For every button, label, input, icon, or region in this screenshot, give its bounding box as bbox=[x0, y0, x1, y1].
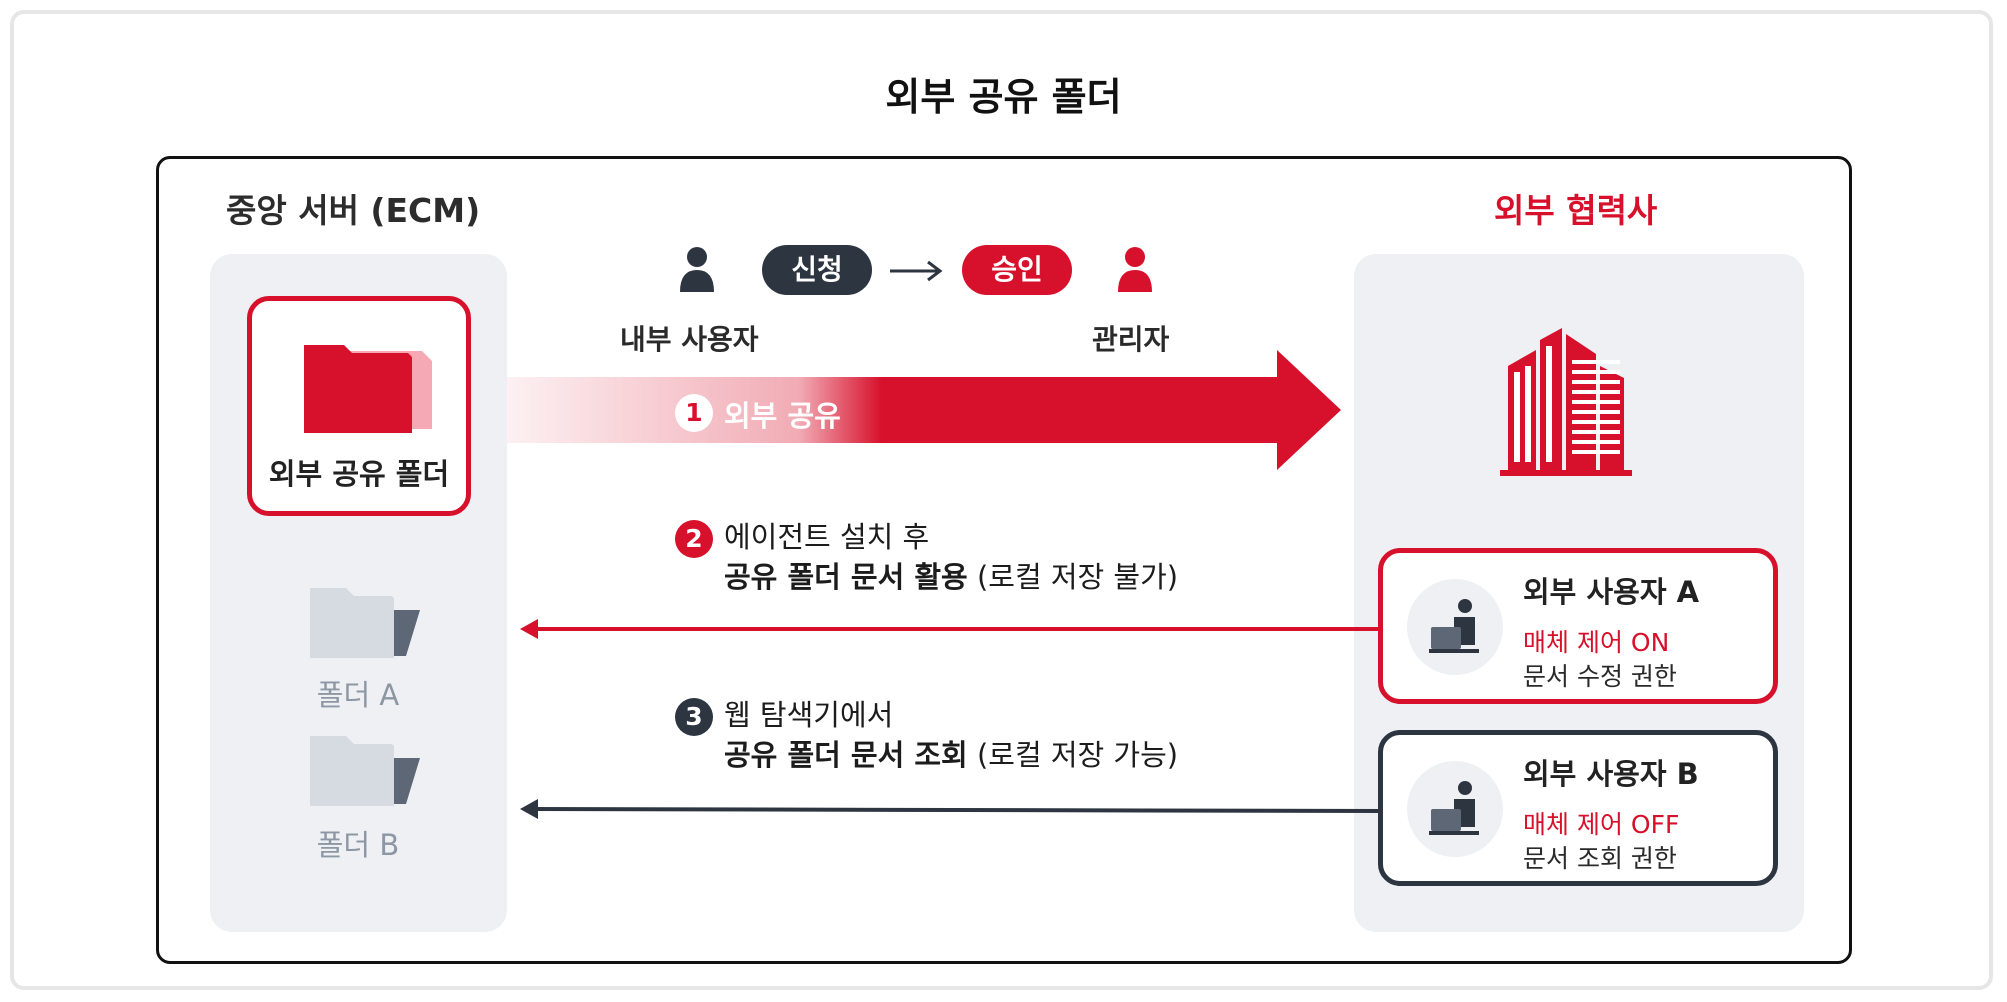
step-3-text: 웹 탐색기에서 공유 폴더 문서 조회 (로컬 저장 가능) bbox=[724, 695, 1178, 775]
shared-folder-card[interactable]: 외부 공유 폴더 bbox=[247, 296, 471, 516]
share-arrow bbox=[507, 350, 1341, 470]
user-b-permission: 문서 조회 권한 bbox=[1523, 844, 1677, 873]
central-server-heading: 중앙 서버 (ECM) bbox=[226, 191, 481, 230]
step-2-number: 2 bbox=[675, 520, 713, 558]
step-3-line2-note: (로컬 저장 가능) bbox=[976, 738, 1179, 772]
user-a-permission: 문서 수정 권한 bbox=[1523, 662, 1677, 691]
building-icon bbox=[1500, 328, 1632, 476]
user-a-avatar bbox=[1407, 579, 1503, 675]
step-3-line2-bold: 공유 폴더 문서 조회 bbox=[724, 738, 968, 772]
folder-a-icon[interactable] bbox=[308, 586, 424, 662]
external-partner-heading: 외부 협력사 bbox=[1494, 191, 1658, 230]
external-user-a-card[interactable]: 외부 사용자 A 매체 제어 ON 문서 수정 권한 bbox=[1378, 548, 1778, 704]
admin-icon bbox=[1118, 247, 1152, 292]
shared-folder-label: 외부 공유 폴더 bbox=[268, 457, 450, 491]
folder-b-icon[interactable] bbox=[308, 734, 424, 810]
user-a-name: 외부 사용자 A bbox=[1523, 575, 1700, 609]
step-1-label: 외부 공유 bbox=[724, 399, 841, 433]
user-b-control: 매체 제어 OFF bbox=[1523, 810, 1680, 839]
red-folder-icon bbox=[304, 345, 432, 433]
step-3-arrow bbox=[520, 799, 1382, 819]
approve-badge: 승인 bbox=[962, 245, 1072, 295]
step-3-line1: 웹 탐색기에서 bbox=[724, 698, 894, 732]
user-b-name: 외부 사용자 B bbox=[1523, 757, 1699, 791]
user-a-control: 매체 제어 ON bbox=[1523, 628, 1670, 657]
step-1-number: 1 bbox=[675, 394, 713, 432]
outer-frame bbox=[10, 10, 1993, 990]
request-badge: 신청 bbox=[762, 245, 872, 295]
diagram-border bbox=[156, 156, 1852, 964]
arrow-right-icon bbox=[890, 260, 943, 282]
user-b-avatar bbox=[1407, 761, 1503, 857]
step-2-line2-bold: 공유 폴더 문서 활용 bbox=[724, 560, 968, 594]
folder-a-label: 폴더 A bbox=[316, 678, 400, 712]
step-2-line2-note: (로컬 저장 불가) bbox=[976, 560, 1179, 594]
folder-b-label: 폴더 B bbox=[316, 828, 400, 862]
step-2-line1: 에이전트 설치 후 bbox=[724, 520, 930, 554]
admin-label: 관리자 bbox=[1092, 323, 1170, 356]
step-2-arrow bbox=[520, 619, 1382, 639]
desk-user-icon bbox=[1429, 781, 1479, 835]
step-3-number: 3 bbox=[675, 698, 713, 736]
step-2-text: 에이전트 설치 후 공유 폴더 문서 활용 (로컬 저장 불가) bbox=[724, 517, 1178, 597]
diagram-title: 외부 공유 폴더 bbox=[885, 75, 1122, 119]
internal-user-icon bbox=[680, 247, 714, 292]
external-user-b-card[interactable]: 외부 사용자 B 매체 제어 OFF 문서 조회 권한 bbox=[1378, 730, 1778, 886]
desk-user-icon bbox=[1429, 599, 1479, 653]
internal-user-label: 내부 사용자 bbox=[620, 323, 759, 356]
